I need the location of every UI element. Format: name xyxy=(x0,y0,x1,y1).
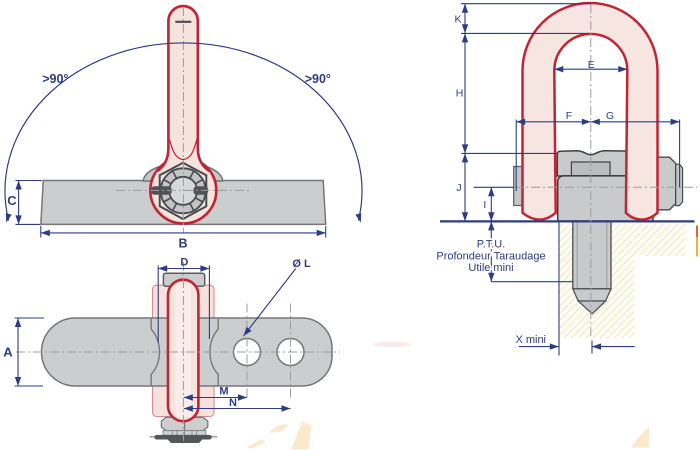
svg-text:E: E xyxy=(588,59,595,71)
svg-text:Ø L: Ø L xyxy=(292,258,311,270)
svg-text:>90°: >90° xyxy=(305,72,331,86)
svg-text:P.T.U.: P.T.U. xyxy=(477,238,506,250)
svg-text:Utile mini: Utile mini xyxy=(468,262,513,274)
svg-text:K: K xyxy=(454,14,461,26)
svg-text:N: N xyxy=(229,397,237,409)
svg-text:D: D xyxy=(180,257,188,269)
svg-text:C: C xyxy=(7,193,17,208)
svg-text:>90°: >90° xyxy=(42,72,68,86)
svg-text:G: G xyxy=(606,110,614,122)
svg-text:Profondeur Taraudage: Profondeur Taraudage xyxy=(436,251,545,263)
svg-text:H: H xyxy=(456,88,464,100)
svg-text:B: B xyxy=(178,237,187,251)
svg-text:F: F xyxy=(566,110,572,122)
svg-text:I: I xyxy=(483,199,486,211)
svg-text:J: J xyxy=(456,182,461,194)
svg-text:M: M xyxy=(219,386,228,398)
svg-text:A: A xyxy=(3,345,13,360)
svg-text:X mini: X mini xyxy=(515,334,546,346)
